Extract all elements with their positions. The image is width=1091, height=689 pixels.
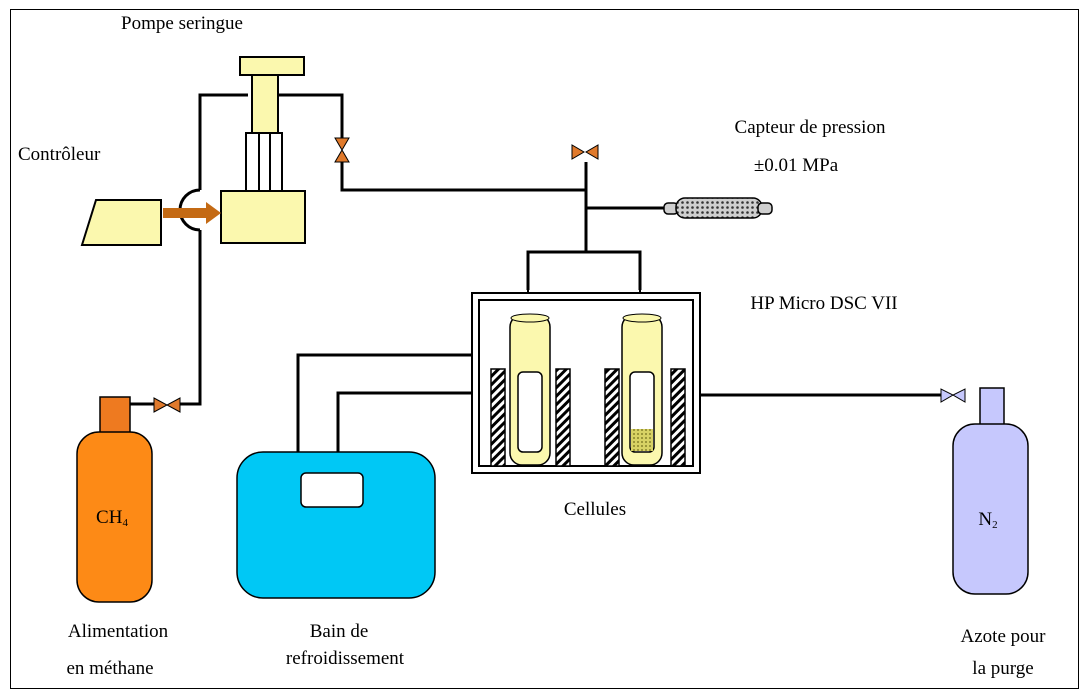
cells-label: Cellules: [563, 499, 627, 520]
dsc-calorimeter: [471, 292, 701, 474]
controller-label: Contrôleur: [18, 144, 101, 165]
methane-cylinder: [76, 396, 153, 603]
methane-supply-label-line2: en méthane: [66, 658, 154, 679]
nitrogen-purge-label: Azote pour: [960, 626, 1046, 647]
valve-nitrogen: [940, 388, 966, 403]
controller: [80, 188, 221, 246]
methane-cylinder-symbol: CH4: [96, 507, 128, 529]
pressure-sensor-label: Capteur de pression: [734, 117, 886, 138]
pressure-sensor: [663, 197, 773, 219]
dsc-label: HP Micro DSC VII: [750, 293, 898, 314]
syringe-pump-label: Pompe seringue: [121, 13, 243, 34]
cooling-bath: [236, 451, 436, 599]
cooling-bath-label: Bain de: [309, 621, 369, 642]
pressure-sensor-precision: ±0.01 MPa: [753, 155, 839, 176]
syringe-pump: [220, 56, 306, 244]
nitrogen-cylinder: [952, 387, 1029, 595]
cooling-bath-label-line2: refroidissement: [285, 648, 405, 669]
valve-methane: [153, 397, 181, 413]
nitrogen-cylinder-symbol: N2: [978, 509, 998, 531]
nitrogen-purge-label-line2: la purge: [972, 658, 1034, 679]
methane-supply-label: Alimentation: [67, 621, 169, 642]
valve-pump-line: [334, 137, 350, 163]
valve-main-line: [571, 144, 599, 160]
